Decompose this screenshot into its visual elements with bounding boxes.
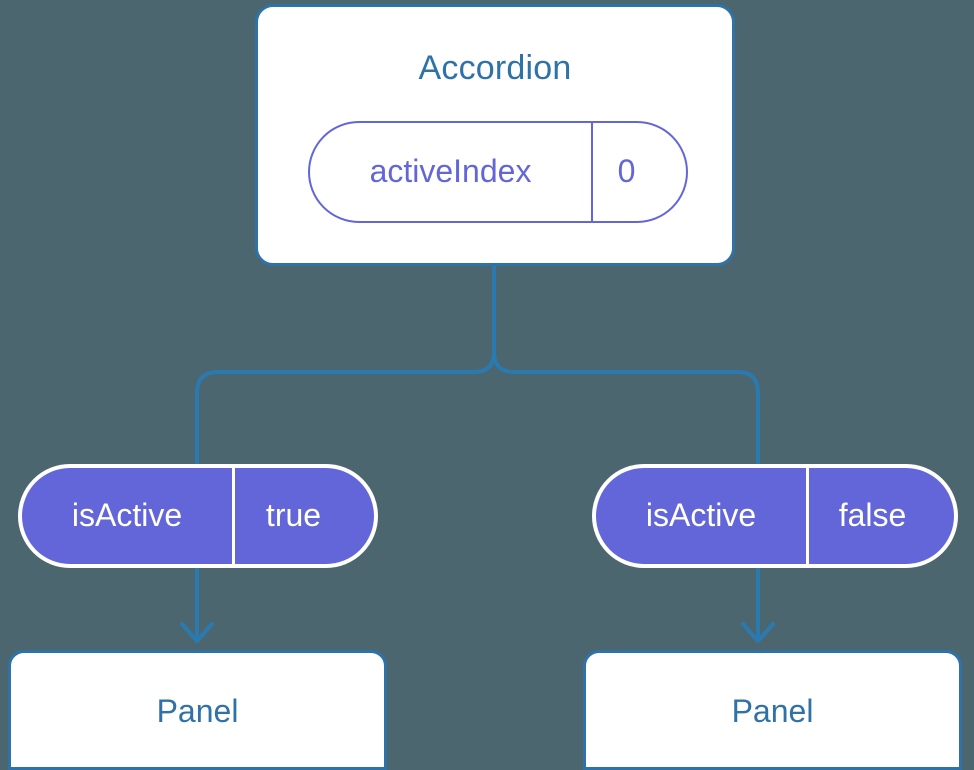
tree-connector-path-right bbox=[492, 350, 760, 466]
state-badge-is-active-false: isActive false bbox=[592, 464, 958, 568]
state-badge-key: isActive bbox=[22, 468, 235, 564]
panel-node-title: Panel bbox=[156, 693, 239, 729]
state-badge-value: false bbox=[838, 496, 907, 533]
accordion-node-title: Accordion bbox=[418, 49, 572, 87]
state-badge-value: true bbox=[265, 496, 322, 533]
state-badge-is-active-true: isActive true bbox=[18, 464, 378, 568]
state-badge-key: isActive bbox=[596, 468, 809, 564]
accordion-node-card: Accordion activeIndex 0 bbox=[255, 4, 735, 266]
prop-badge-key: activeIndex bbox=[310, 123, 593, 221]
panel-node-card-right: Panel bbox=[583, 650, 962, 770]
tree-connector-path bbox=[195, 264, 496, 466]
arrow-head-right bbox=[741, 622, 775, 643]
panel-node-card-left: Panel bbox=[8, 650, 387, 770]
panel-node-title: Panel bbox=[731, 693, 814, 729]
arrow-head-left bbox=[180, 622, 214, 643]
prop-badge-active-index: activeIndex 0 bbox=[308, 121, 688, 223]
prop-badge-value: 0 bbox=[617, 152, 636, 189]
